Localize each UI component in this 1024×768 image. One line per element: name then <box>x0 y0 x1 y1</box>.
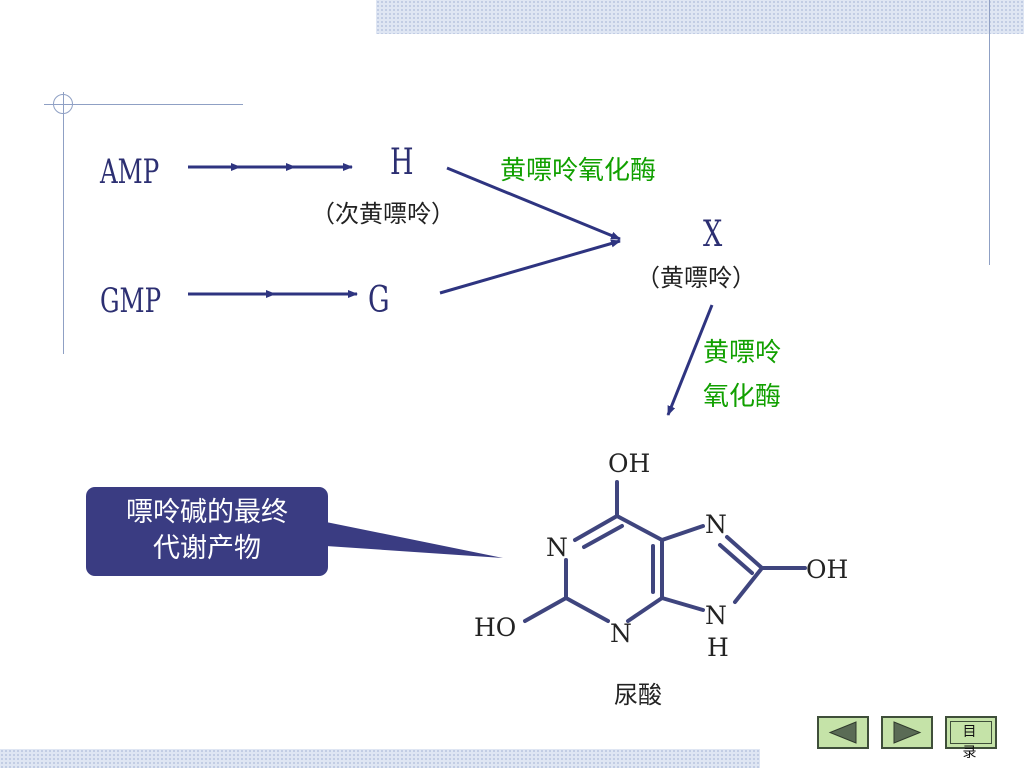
atom-n1: N <box>546 533 568 562</box>
table-of-contents-button[interactable]: 目 录 <box>945 716 997 761</box>
toc-label: 目 录 <box>950 721 992 761</box>
triangle-left-icon <box>828 721 857 744</box>
gmp-label: GMP <box>100 281 162 321</box>
enzyme-label-side-line2: 氧化酶 <box>703 382 782 412</box>
x-to-uric-arrow <box>666 304 714 416</box>
callout-box: 嘌呤碱的最终 代谢产物 <box>86 487 328 576</box>
triangle-right-icon <box>893 721 922 744</box>
atom-ho-left: HO <box>474 613 517 642</box>
enzyme-label-side-line1: 黄嘌呤 <box>703 338 782 368</box>
h-to-x-arrow <box>446 166 621 241</box>
callout-line-1: 嘌呤碱的最终 <box>126 497 288 528</box>
title-divider-line <box>44 104 243 105</box>
atom-n9: N <box>705 601 727 630</box>
atom-n3: N <box>610 619 632 648</box>
enzyme-label-top: 黄嘌呤氧化酶 <box>500 156 657 186</box>
atom-oh-top: OH <box>608 449 651 478</box>
next-slide-button[interactable] <box>881 716 933 749</box>
hypoxanthine-symbol: H <box>390 142 414 183</box>
callout-line-2: 代谢产物 <box>153 533 261 564</box>
atom-oh-right: OH <box>806 555 849 584</box>
atom-n7: N <box>705 510 727 539</box>
g-to-x-arrow <box>439 239 621 295</box>
guanine-symbol: G <box>368 280 390 321</box>
left-divider-line <box>63 92 64 354</box>
uric-acid-name: 尿酸 <box>614 681 662 709</box>
hypoxanthine-name: （次黄嘌呤） <box>311 200 455 228</box>
right-divider-line <box>989 0 990 265</box>
prev-slide-button[interactable] <box>817 716 869 749</box>
bottom-decorative-band <box>0 749 760 768</box>
amp-label: AMP <box>100 152 160 192</box>
xanthine-symbol: X <box>703 214 723 255</box>
atom-nh-hydrogen: H <box>707 633 729 662</box>
corner-circle-ornament <box>53 94 73 114</box>
xanthine-name: （黄嘌呤） <box>636 264 756 292</box>
top-decorative-band <box>376 0 1024 34</box>
